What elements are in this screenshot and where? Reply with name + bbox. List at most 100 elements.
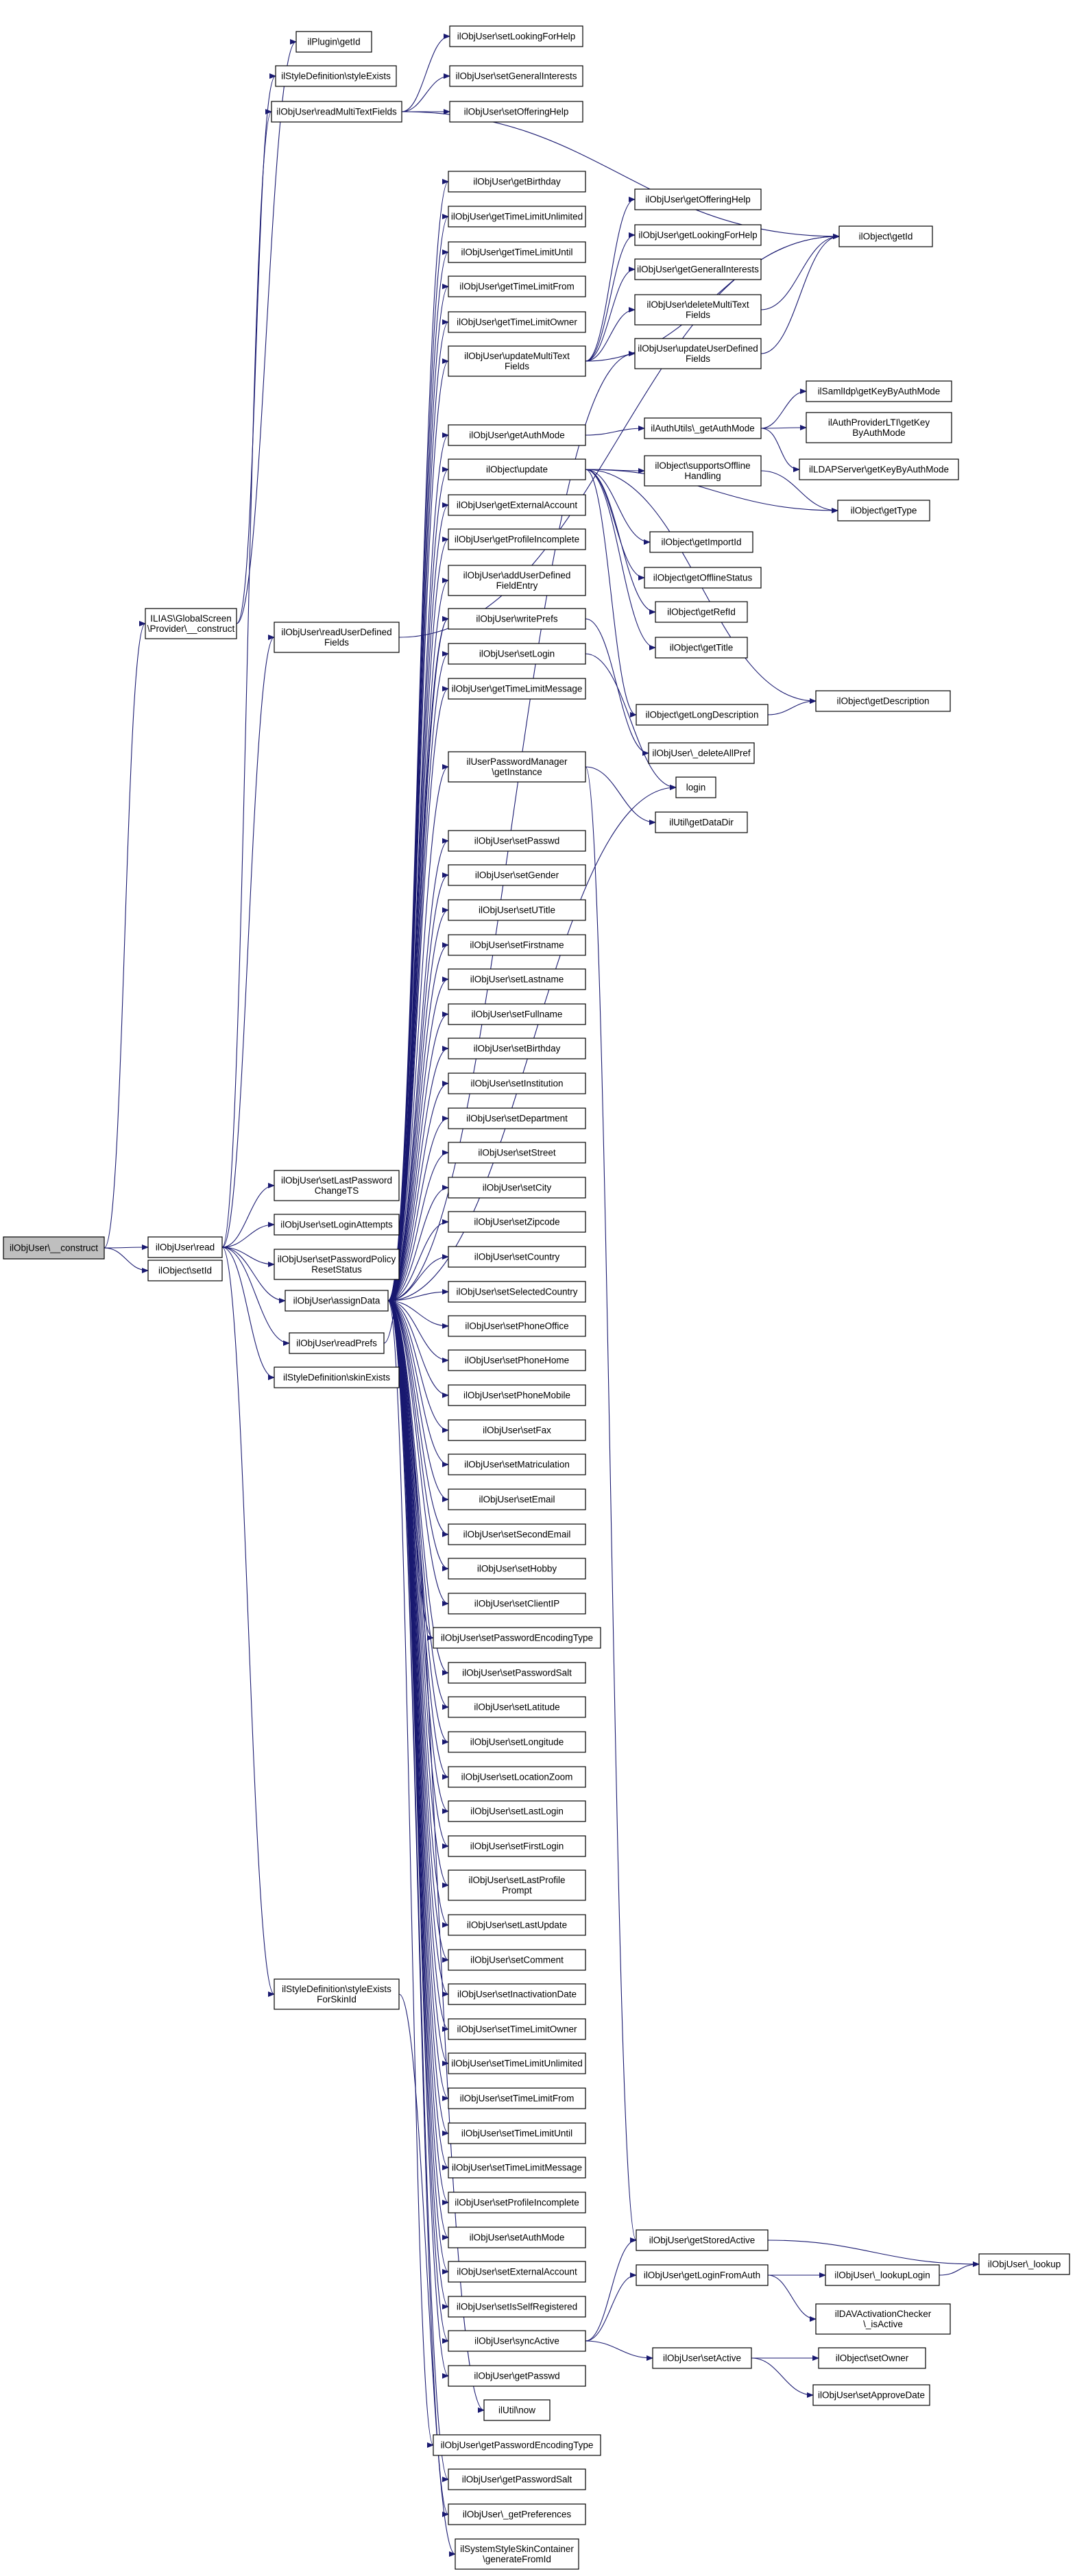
node-get-offline-status[interactable]: ilObject\getOfflineStatus — [644, 567, 762, 589]
node-dav-checker[interactable]: ilDAVActivationChecker\_isActive — [815, 2303, 951, 2335]
node-ldap-server[interactable]: ilLDAPServer\getKeyByAuthMode — [799, 458, 959, 480]
node-pw-manager[interactable]: ilUserPasswordManager\getInstance — [448, 751, 586, 783]
node-provider[interactable]: ILIAS\GlobalScreen\Provider\__construct — [145, 608, 237, 639]
node-get-long-desc[interactable]: ilObject\getLongDescription — [636, 704, 769, 726]
node-style-exists[interactable]: ilStyleDefinition\styleExists — [275, 65, 397, 87]
node-get-title[interactable]: ilObject\getTitle — [655, 637, 748, 659]
node-get-general-interests[interactable]: ilObjUser\getGeneralInterests — [634, 258, 762, 280]
node-get-passwd[interactable]: ilObjUser\getPasswd — [448, 2365, 586, 2387]
node-set-latitude[interactable]: ilObjUser\setLatitude — [448, 1696, 586, 1718]
node-set-utitle[interactable]: ilObjUser\setUTitle — [448, 899, 586, 921]
node-set-tluntil[interactable]: ilObjUser\setTimeLimitUntil — [448, 2122, 586, 2144]
node-set-id-obj[interactable]: ilObject\setId — [147, 1260, 223, 1281]
node-set-fullname[interactable]: ilObjUser\setFullname — [448, 1003, 586, 1025]
node-set-login[interactable]: ilObjUser\setLogin — [448, 643, 586, 665]
node-set-sel-country[interactable]: ilObjUser\setSelectedCountry — [448, 1281, 586, 1303]
node-set-passwd[interactable]: ilObjUser\setPasswd — [448, 830, 586, 852]
node-set-second-email[interactable]: ilObjUser\setSecondEmail — [448, 1523, 586, 1545]
node-set-last-update[interactable]: ilObjUser\setLastUpdate — [448, 1914, 586, 1936]
node-obj-get-id[interactable]: ilObject\getId — [838, 225, 933, 247]
node-set-zipcode[interactable]: ilObjUser\setZipcode — [448, 1211, 586, 1233]
node-set-fax[interactable]: ilObjUser\setFax — [448, 1419, 586, 1441]
node-get-description[interactable]: ilObject\getDescription — [815, 690, 951, 712]
node-plugin-get-id[interactable]: ilPlugin\getId — [295, 31, 372, 53]
node-get-login-from-auth[interactable]: ilObjUser\getLoginFromAuth — [636, 2264, 769, 2286]
node-get-data-dir[interactable]: ilUtil\getDataDir — [655, 811, 748, 833]
node-set-comment[interactable]: ilObjUser\setComment — [448, 1949, 586, 1971]
node-get-ext-account[interactable]: ilObjUser\getExternalAccount — [448, 494, 586, 516]
node-set-street[interactable]: ilObjUser\setStreet — [448, 1142, 586, 1164]
node-set-ext-account[interactable]: ilObjUser\setExternalAccount — [448, 2261, 586, 2283]
node-sync-active[interactable]: ilObjUser\syncActive — [448, 2330, 586, 2352]
node-root[interactable]: ilObjUser\__construct — [3, 1236, 105, 1260]
node-get-tluntil[interactable]: ilObjUser\getTimeLimitUntil — [448, 241, 586, 263]
node-skin-exists[interactable]: ilStyleDefinition\skinExists — [274, 1366, 400, 1388]
node-auth-utils[interactable]: ilAuthUtils\_getAuthMode — [644, 417, 762, 439]
node-set-tlmessage[interactable]: ilObjUser\setTimeLimitMessage — [448, 2157, 586, 2179]
node-set-tlowner[interactable]: ilObjUser\setTimeLimitOwner — [448, 2018, 586, 2040]
node-read[interactable]: ilObjUser\read — [147, 1236, 223, 1258]
node-get-type[interactable]: ilObject\getType — [837, 500, 930, 522]
node-set-phone-home[interactable]: ilObjUser\setPhoneHome — [448, 1349, 586, 1371]
node-set-institution[interactable]: ilObjUser\setInstitution — [448, 1072, 586, 1094]
node-assign-data[interactable]: ilObjUser\assignData — [285, 1290, 389, 1312]
node-lookup-login[interactable]: ilObjUser\_lookupLogin — [825, 2264, 940, 2286]
node-get-tlunlimited[interactable]: ilObjUser\getTimeLimitUnlimited — [448, 206, 586, 228]
node-set-general-interests[interactable]: ilObjUser\setGeneralInterests — [449, 65, 583, 87]
node-get-tlowner[interactable]: ilObjUser\getTimeLimitOwner — [448, 311, 586, 333]
node-set-matriculation[interactable]: ilObjUser\setMatriculation — [448, 1453, 586, 1475]
node-util-now[interactable]: ilUtil\now — [483, 2399, 551, 2421]
node-delete-all-pref[interactable]: ilObjUser\_deleteAllPref — [648, 742, 755, 764]
node-get-looking-for-help[interactable]: ilObjUser\getLookingForHelp — [634, 224, 762, 246]
node-set-owner[interactable]: ilObject\setOwner — [818, 2347, 926, 2369]
node-set-inactivation-date[interactable]: ilObjUser\setInactivationDate — [448, 1983, 586, 2005]
node-write-prefs[interactable]: ilObjUser\writePrefs — [448, 608, 586, 630]
node-get-ref-id[interactable]: ilObject\getRefId — [655, 601, 748, 623]
node-set-pw-salt[interactable]: ilObjUser\setPasswordSalt — [448, 1662, 586, 1684]
node-set-longitude[interactable]: ilObjUser\setLongitude — [448, 1731, 586, 1753]
node-set-last-login[interactable]: ilObjUser\setLastLogin — [448, 1800, 586, 1822]
node-obj-update[interactable]: ilObject\update — [448, 458, 586, 480]
node-set-department[interactable]: ilObjUser\setDepartment — [448, 1107, 586, 1129]
node-saml-idp[interactable]: ilSamlIdp\getKeyByAuthMode — [806, 380, 952, 402]
node-get-profile-incomplete[interactable]: ilObjUser\getProfileIncomplete — [448, 528, 586, 550]
node-get-tlmessage[interactable]: ilObjUser\getTimeLimitMessage — [448, 678, 586, 700]
node-set-approve-date[interactable]: ilObjUser\setApproveDate — [812, 2384, 930, 2406]
node-set-city[interactable]: ilObjUser\setCity — [448, 1177, 586, 1199]
node-get-pw-enc-type[interactable]: ilObjUser\getPasswordEncodingType — [433, 2434, 601, 2456]
node-set-first-login[interactable]: ilObjUser\setFirstLogin — [448, 1835, 586, 1857]
node-get-stored-active[interactable]: ilObjUser\getStoredActive — [636, 2229, 769, 2251]
node-set-country[interactable]: ilObjUser\setCountry — [448, 1246, 586, 1268]
node-set-firstname[interactable]: ilObjUser\setFirstname — [448, 934, 586, 956]
node-get-import-id[interactable]: ilObject\getImportId — [649, 531, 753, 553]
node-read-prefs[interactable]: ilObjUser\readPrefs — [289, 1332, 385, 1354]
node-set-auth-mode[interactable]: ilObjUser\setAuthMode — [448, 2227, 586, 2248]
node-set-active[interactable]: ilObjUser\setActive — [652, 2347, 752, 2369]
node-set-is-self-reg[interactable]: ilObjUser\setIsSelfRegistered — [448, 2296, 586, 2318]
node-set-birthday[interactable]: ilObjUser\setBirthday — [448, 1038, 586, 1059]
node-get-auth-mode[interactable]: ilObjUser\getAuthMode — [448, 424, 586, 446]
node-set-pw-enc-type[interactable]: ilObjUser\setPasswordEncodingType — [433, 1627, 601, 1649]
node-set-client-ip[interactable]: ilObjUser\setClientIP — [448, 1593, 586, 1615]
node-get-tlfrom[interactable]: ilObjUser\getTimeLimitFrom — [448, 275, 586, 297]
node-read-multi[interactable]: ilObjUser\readMultiTextFields — [271, 101, 402, 123]
node-get-birthday[interactable]: ilObjUser\getBirthday — [448, 171, 586, 193]
node-set-location-zoom[interactable]: ilObjUser\setLocationZoom — [448, 1766, 586, 1788]
node-set-phone-mobile[interactable]: ilObjUser\setPhoneMobile — [448, 1384, 586, 1406]
node-get-preferences[interactable]: ilObjUser\_getPreferences — [448, 2503, 586, 2525]
node-set-hobby[interactable]: ilObjUser\setHobby — [448, 1558, 586, 1580]
node-set-profile-incomplete[interactable]: ilObjUser\setProfileIncomplete — [448, 2192, 586, 2213]
node-set-phone-office[interactable]: ilObjUser\setPhoneOffice — [448, 1315, 586, 1337]
node-skin-container[interactable]: ilSystemStyleSkinContainer\generateFromI… — [455, 2538, 579, 2570]
node-set-email[interactable]: ilObjUser\setEmail — [448, 1488, 586, 1510]
